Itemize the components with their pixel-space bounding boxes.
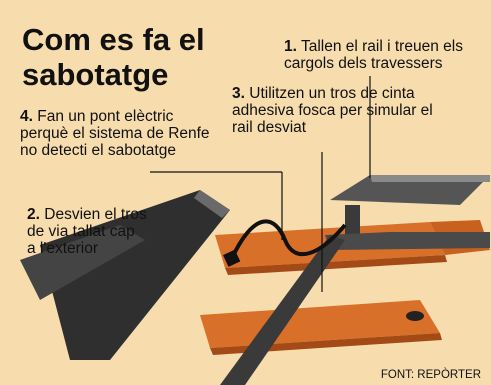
step-4-number: 4. — [20, 108, 33, 125]
step-3-label: 3. Utilitzen un tros de cinta adhesiva f… — [232, 85, 442, 136]
step-1-number: 1. — [284, 38, 297, 55]
step-4-label: 4. Fan un pont elèctric perquè el sistem… — [20, 108, 210, 159]
step-2-text: Desvien el tros de via tallat cap a l'ex… — [27, 206, 147, 257]
rail-displaced — [20, 190, 230, 360]
page-title: Com es fa el sabotatge — [22, 22, 205, 92]
adhesive-tape — [220, 235, 345, 385]
rail-intact — [325, 175, 490, 250]
leader-lines — [150, 76, 371, 292]
step-2-label: 2. Desvien el tros de via tallat cap a l… — [27, 206, 147, 257]
source-credit: FONT: REPÒRTER — [378, 369, 483, 381]
step-1-text: Tallen el rail i treuen els cargols dels… — [284, 38, 463, 72]
step-4-text: Fan un pont elèctric perquè el sistema d… — [20, 108, 210, 159]
step-1-label: 1. Tallen el rail i treuen els cargols d… — [284, 38, 489, 72]
sleeper-lower — [200, 300, 442, 355]
step-3-text: Utilitzen un tros de cinta adhesiva fosc… — [232, 85, 433, 136]
step-2-number: 2. — [27, 206, 40, 223]
step-3-number: 3. — [232, 85, 245, 102]
